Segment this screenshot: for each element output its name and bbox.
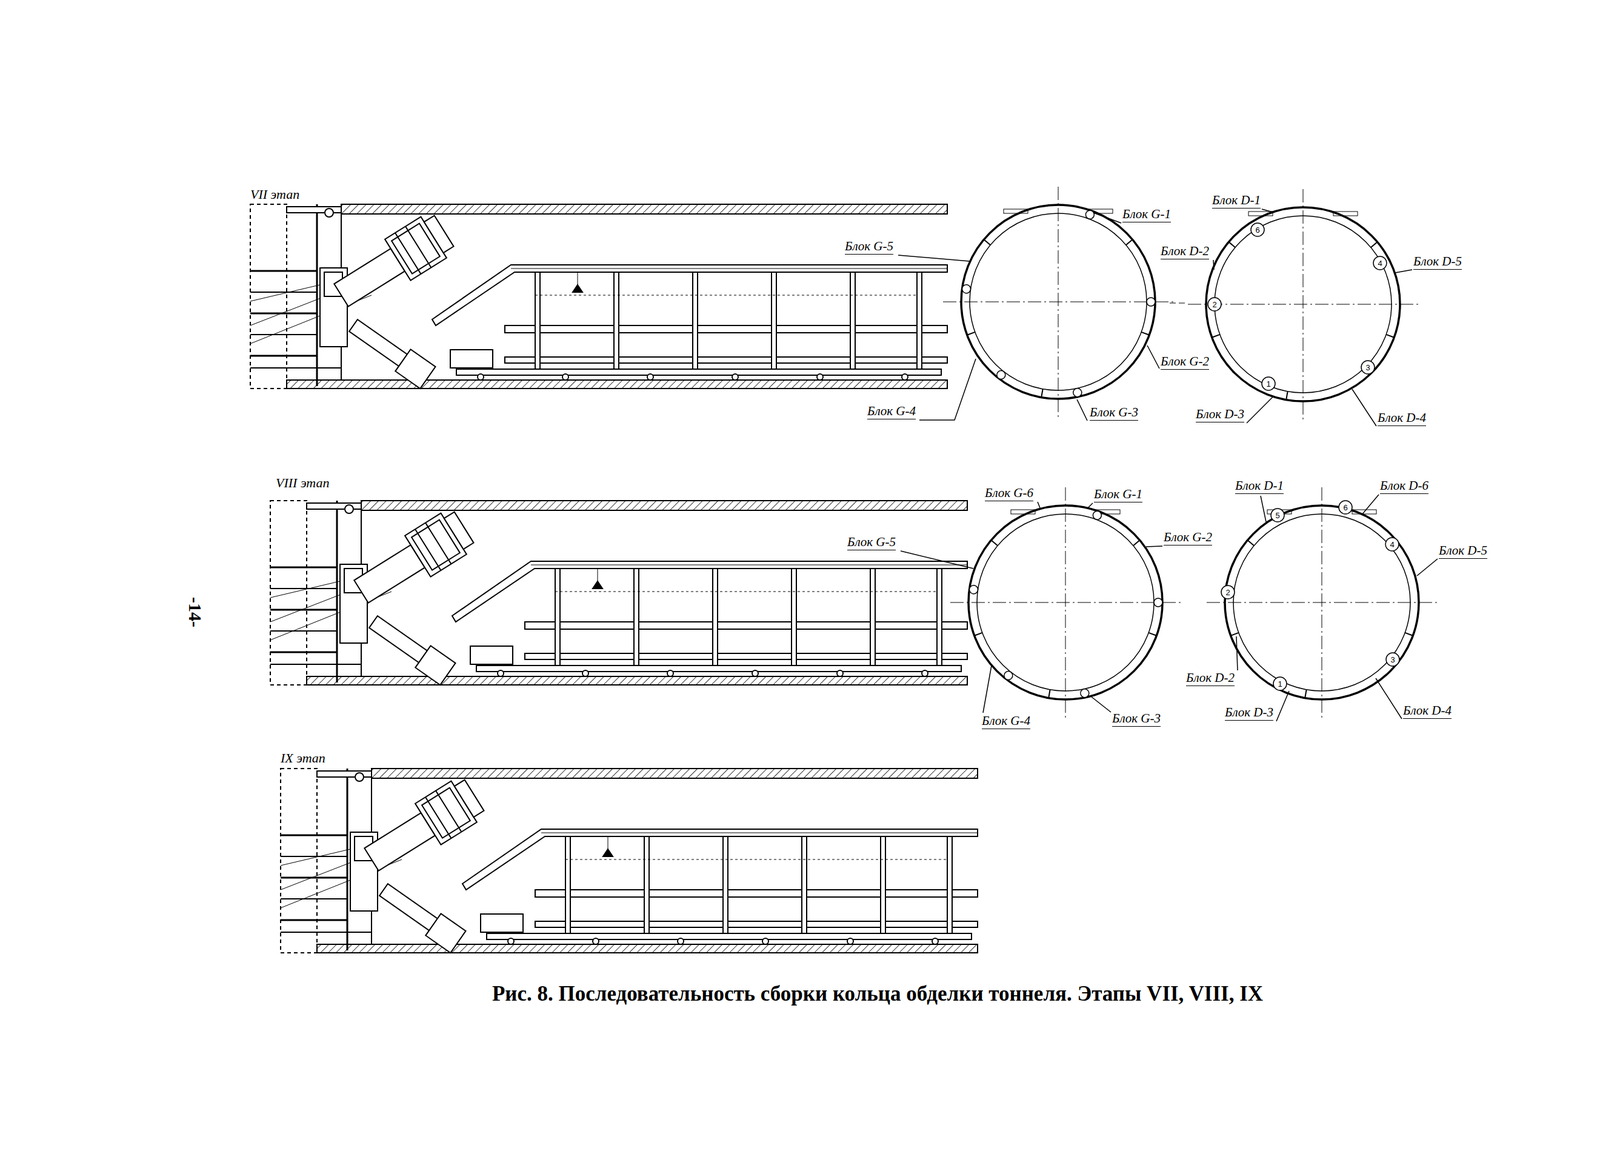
page-number: -14-	[186, 596, 205, 628]
block-label: Блок D-2	[1186, 671, 1235, 687]
callout-number: 6	[1343, 503, 1348, 512]
block-label: Блок D-3	[1224, 706, 1274, 721]
callout-number: 6	[1255, 226, 1260, 234]
block-label: Блок G-5	[847, 535, 896, 551]
block-label: Блок D-2	[1160, 244, 1210, 260]
callout-number: 2	[1225, 588, 1230, 597]
block-label: Блок D-5	[1438, 544, 1488, 559]
callout-number: 1	[1277, 680, 1282, 688]
callout-number: 2	[1212, 300, 1217, 309]
block-label: Блок D-1	[1212, 193, 1261, 209]
block-label: Блок G-3	[1089, 406, 1139, 421]
block-label: Блок G-4	[981, 714, 1031, 730]
block-label: Блок G-1	[1093, 487, 1143, 503]
callout-number: 5	[1275, 511, 1280, 520]
stage-label: VII этап	[250, 187, 300, 202]
block-label: Блок D-5	[1413, 255, 1462, 270]
stage-label: IX этап	[280, 751, 326, 765]
figure-caption: Рис. 8. Последовательность сборки кольца…	[492, 983, 1264, 1005]
block-label: Блок D-4	[1377, 411, 1427, 427]
callout-number: 4	[1389, 540, 1394, 549]
block-label: Блок G-4	[867, 404, 916, 420]
callout-number: 1	[1266, 380, 1271, 388]
block-label: Блок D-3	[1195, 407, 1245, 423]
block-label: Блок G-2	[1163, 530, 1213, 546]
callout-number: 4	[1377, 259, 1382, 268]
stage-label: VIII этап	[275, 476, 330, 490]
block-label: Блок G-1	[1122, 207, 1171, 223]
callout-number: 3	[1390, 655, 1395, 664]
callout-number: 3	[1365, 363, 1370, 372]
block-label: Блок G-2	[1160, 355, 1210, 370]
block-label: Блок D-1	[1235, 479, 1284, 494]
block-label: Блок D-6	[1380, 479, 1429, 494]
block-label: Блок G-3	[1112, 712, 1161, 727]
block-label: Блок D-4	[1403, 704, 1452, 719]
block-label: Блок G-5	[844, 240, 894, 255]
block-label: Блок G-6	[984, 486, 1034, 502]
